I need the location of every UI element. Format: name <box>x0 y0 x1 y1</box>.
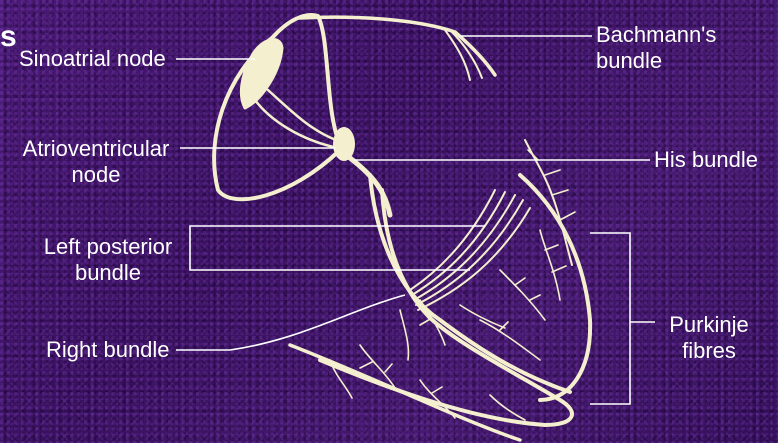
label-right-bundle: Right bundle <box>46 337 178 363</box>
left-posterior-bundle-fibres <box>410 190 530 310</box>
label-his-bundle: His bundle <box>654 147 774 173</box>
label-sinoatrial-node: Sinoatrial node <box>19 46 177 72</box>
label-purkinje-fibres: Purkinje fibres <box>656 312 762 364</box>
av-node-shape <box>333 127 355 161</box>
internodal-tract <box>268 90 336 140</box>
ventricle-lower <box>290 345 520 440</box>
edge-text-fragment: s <box>0 24 17 50</box>
internodal-tract <box>255 100 338 148</box>
label-atrioventricular-node: Atrioventricular node <box>12 136 180 188</box>
leader-left-posterior-bundle <box>190 226 485 270</box>
label-left-posterior-bundle: Left posterior bundle <box>28 234 188 286</box>
leader-right-bundle <box>176 295 405 350</box>
leader-purkinje-fibres <box>590 233 655 404</box>
label-bachmanns-bundle: Bachmann's bundle <box>596 22 730 74</box>
